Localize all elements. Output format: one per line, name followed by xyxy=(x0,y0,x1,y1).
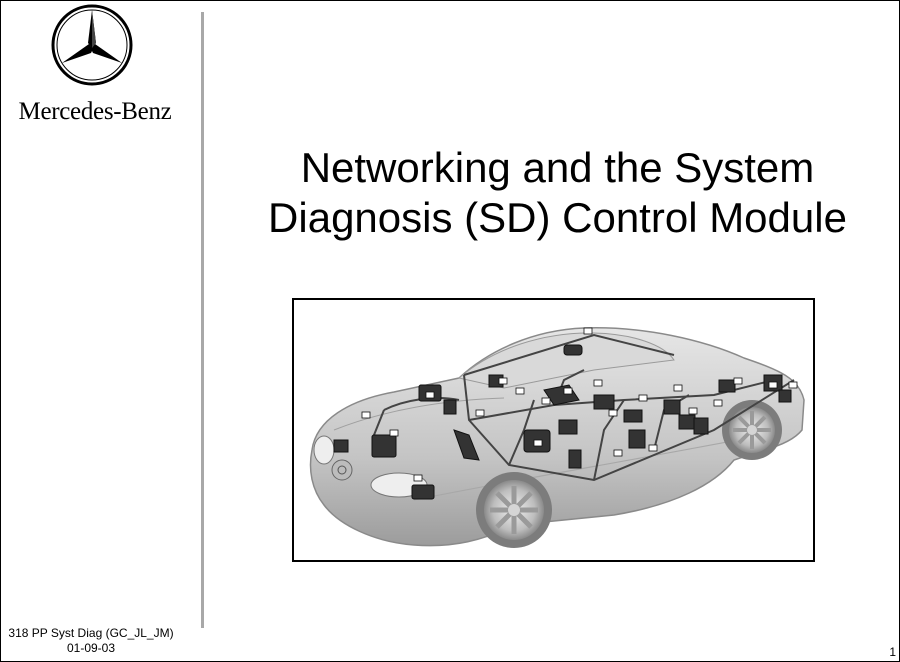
title-line-1: Networking and the System xyxy=(300,144,815,191)
vertical-divider xyxy=(201,12,204,628)
brand-name: Mercedes-Benz xyxy=(18,98,172,125)
footer-course-info: 318 PP Syst Diag (GC_JL_JM) 01-09-03 xyxy=(0,626,182,656)
title-line-2: Diagnosis (SD) Control Module xyxy=(268,194,847,241)
three-pointed-star-icon xyxy=(50,3,134,87)
slide-title: Networking and the System Diagnosis (SD)… xyxy=(215,143,900,243)
page-number: 1 xyxy=(889,645,896,659)
footer-date: 01-09-03 xyxy=(66,641,116,655)
vehicle-network-diagram-icon xyxy=(309,327,805,548)
vehicle-network-diagram xyxy=(292,298,815,562)
footer-course: 318 PP Syst Diag (GC_JL_JM) xyxy=(8,626,174,640)
